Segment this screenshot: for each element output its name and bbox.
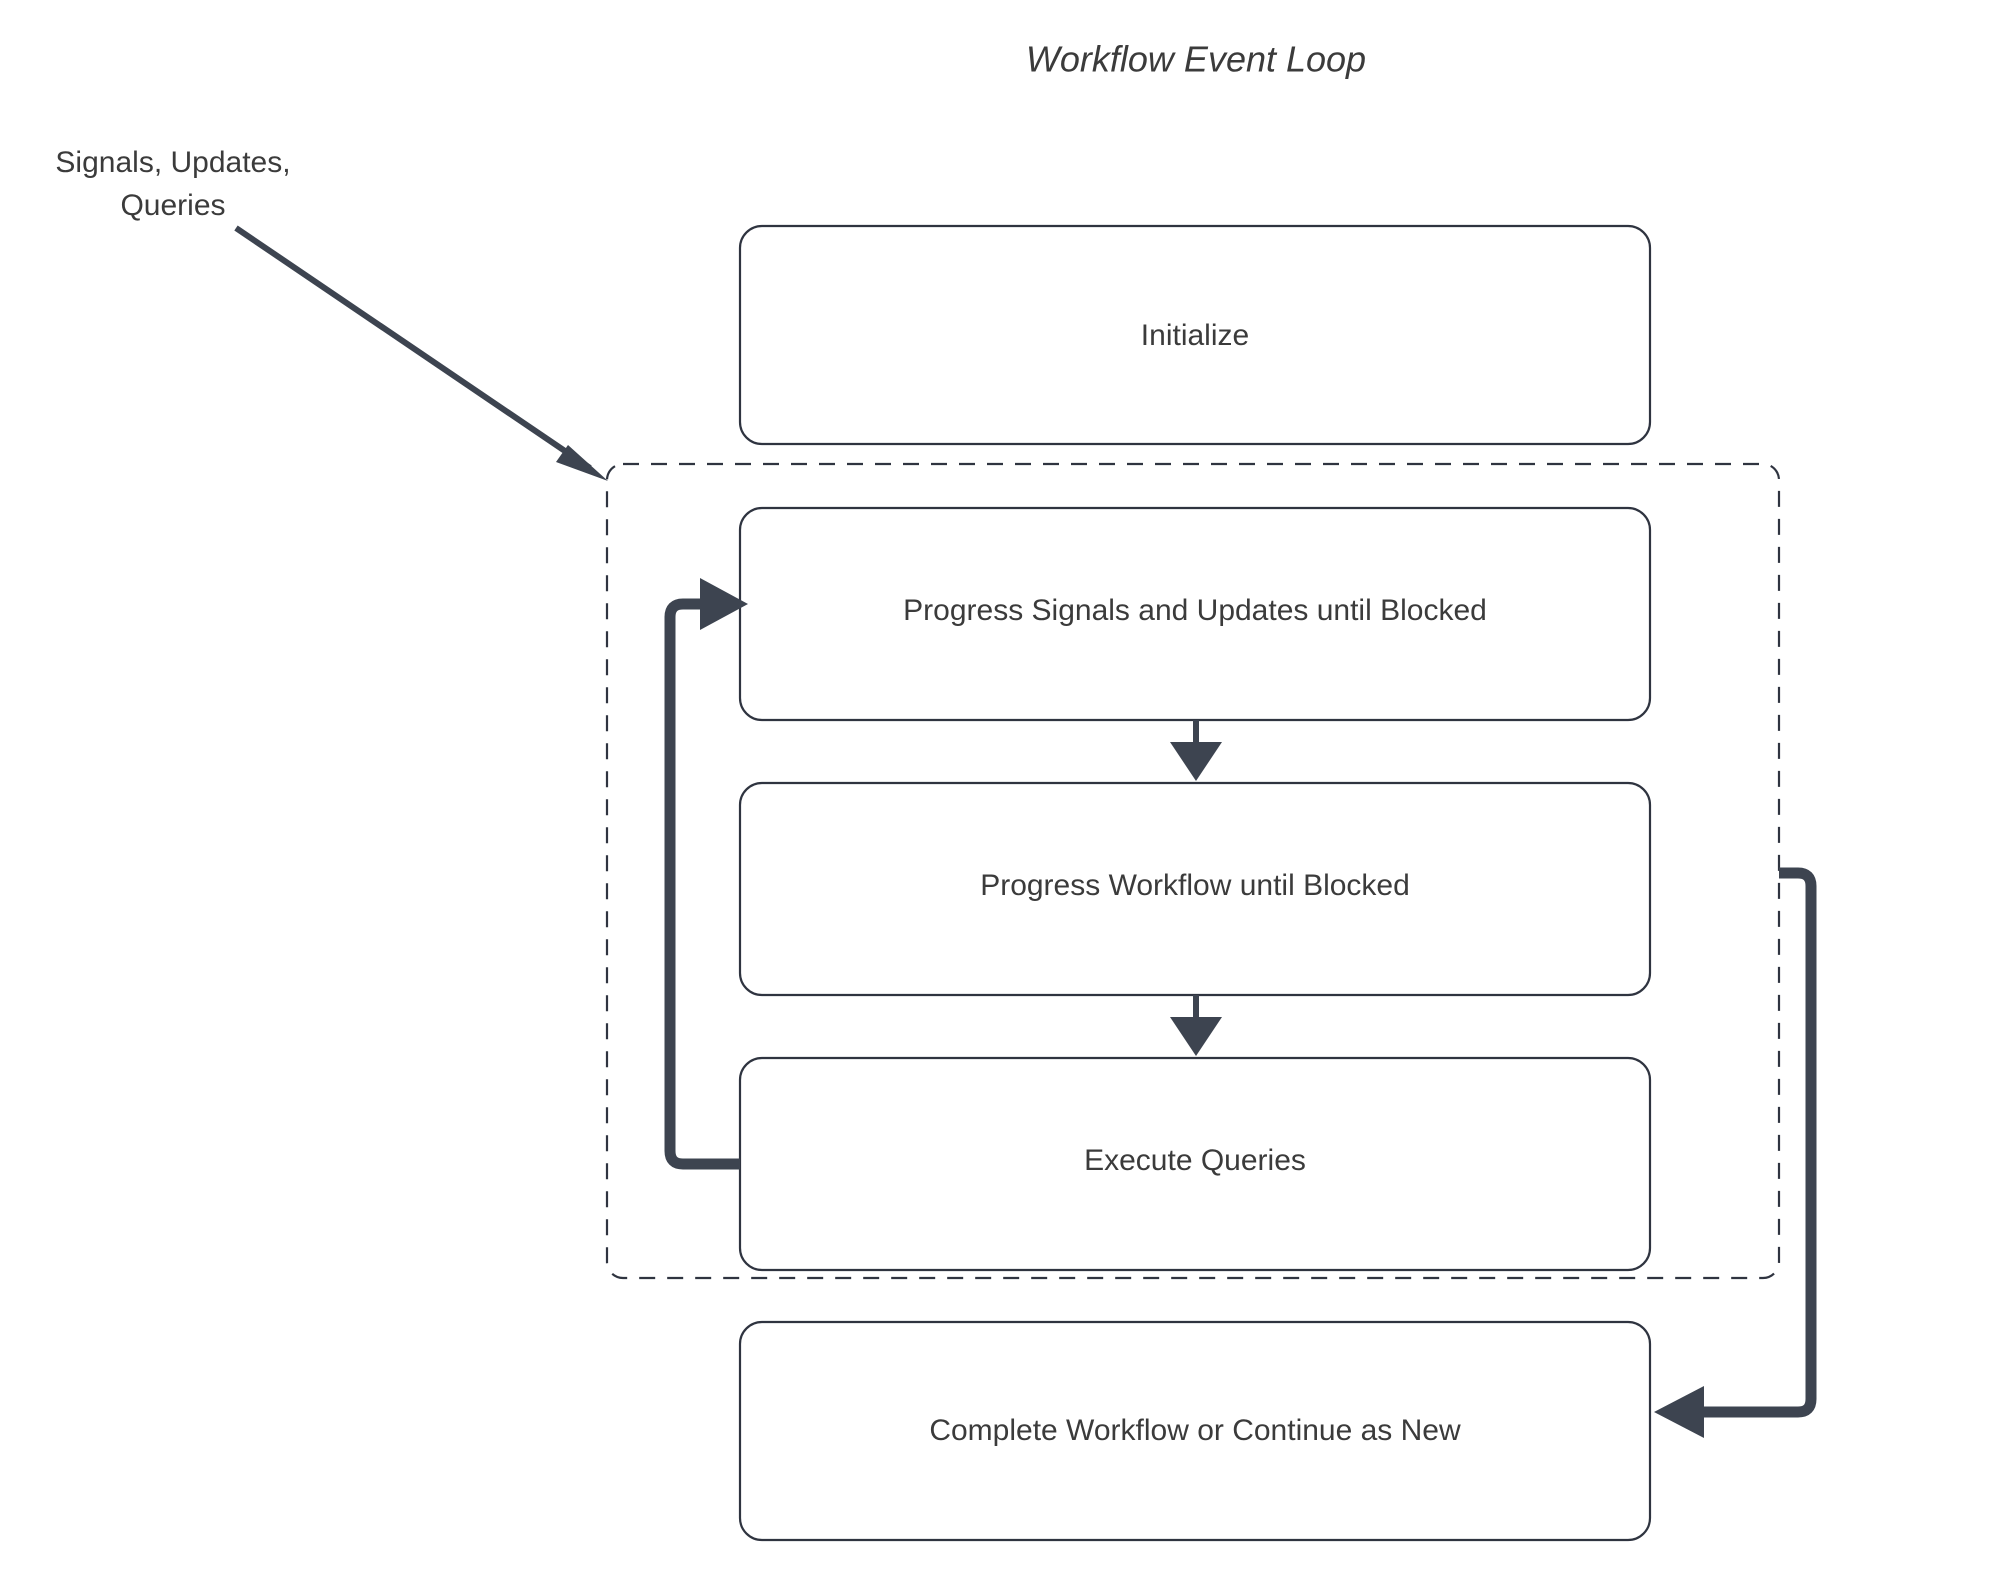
node-complete-workflow-box [738, 1320, 1652, 1542]
node-initialize-box [738, 224, 1652, 446]
edge-loop-to-complete [1654, 867, 1817, 1438]
node-execute-queries-label: Execute Queries [1084, 1144, 1306, 1177]
node-progress-signals-label: Progress Signals and Updates until Block… [903, 594, 1487, 627]
arrow-head-signals-to-workflow [1170, 742, 1222, 781]
arrow-head-external-input [556, 445, 608, 481]
arrow-head-workflow-to-queries [1170, 1017, 1222, 1056]
node-initialize[interactable]: Initialize [738, 224, 1652, 446]
node-progress-workflow-label: Progress Workflow until Blocked [980, 869, 1410, 902]
edge-label-queries: Queries [120, 189, 225, 222]
edge-signals-to-workflow [1170, 720, 1222, 781]
page-title: Workflow Event Loop [1026, 39, 1366, 80]
edge-queries-loop-back [664, 578, 748, 1170]
node-complete-workflow-label: Complete Workflow or Continue as New [929, 1414, 1461, 1447]
edge-external-input [234, 225, 608, 481]
arrow-head-queries-loop-back [700, 578, 748, 630]
node-progress-workflow[interactable]: Progress Workflow until Blocked [738, 781, 1652, 997]
arrow-head-loop-to-complete [1654, 1386, 1704, 1438]
edge-label-signals-updates: Signals, Updates, [55, 146, 290, 179]
node-initialize-label: Initialize [1141, 319, 1249, 352]
node-complete-workflow[interactable]: Complete Workflow or Continue as New [738, 1320, 1652, 1542]
node-execute-queries[interactable]: Execute Queries [738, 1056, 1652, 1272]
node-progress-signals[interactable]: Progress Signals and Updates until Block… [738, 506, 1652, 722]
edge-workflow-to-queries [1170, 995, 1222, 1056]
